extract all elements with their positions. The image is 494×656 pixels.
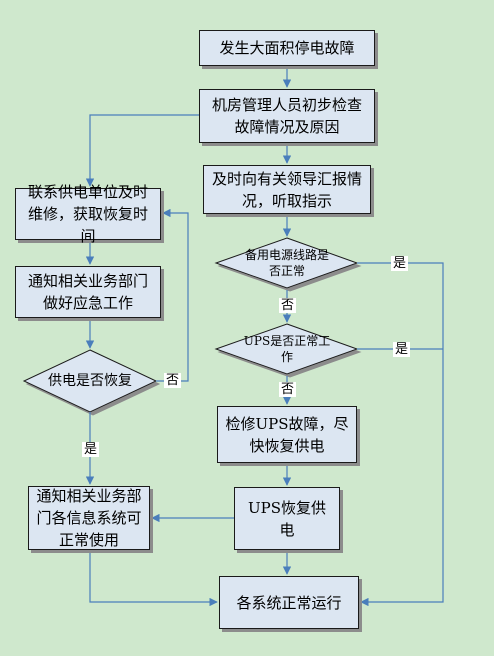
decision-ups-shape (214, 323, 359, 375)
edge-label-d3-yes: 是 (82, 442, 100, 457)
edge-label-d2-yes: 是 (393, 342, 411, 357)
node-systems-normal: 各系统正常运行 (219, 576, 359, 629)
node-notify-normal: 通知相关业务部门各信息系统可正常使用 (28, 486, 150, 550)
edge-d1-yes (357, 262, 444, 607)
edge-label-d1-yes: 是 (391, 256, 409, 271)
node-power-failure: 发生大面积停电故障 (199, 30, 375, 66)
node-report-leaders: 及时向有关领导汇报情况，听取指示 (203, 165, 371, 214)
edge-label-d3-no: 否 (164, 373, 182, 388)
edge-n2-l1 (85, 114, 223, 187)
node-initial-inspection: 机房管理人员初步检查故障情况及原因 (199, 89, 375, 143)
edge-l3-n6 (89, 550, 218, 607)
node-contact-supplier: 联系供电单位及时维修，获取恢复时间 (15, 183, 161, 245)
decision-power-restored-shape (22, 349, 158, 413)
node-ups-restored: UPS恢复供电 (234, 487, 340, 550)
edge-label-d2-no: 否 (279, 382, 297, 397)
edge-label-d1-no: 否 (279, 298, 297, 313)
node-repair-ups: 检修UPS故障，尽快恢复供电 (217, 406, 357, 463)
node-notify-emergency: 通知相关业务部门做好应急工作 (15, 266, 161, 318)
decision-backup-power-shape (214, 237, 359, 289)
